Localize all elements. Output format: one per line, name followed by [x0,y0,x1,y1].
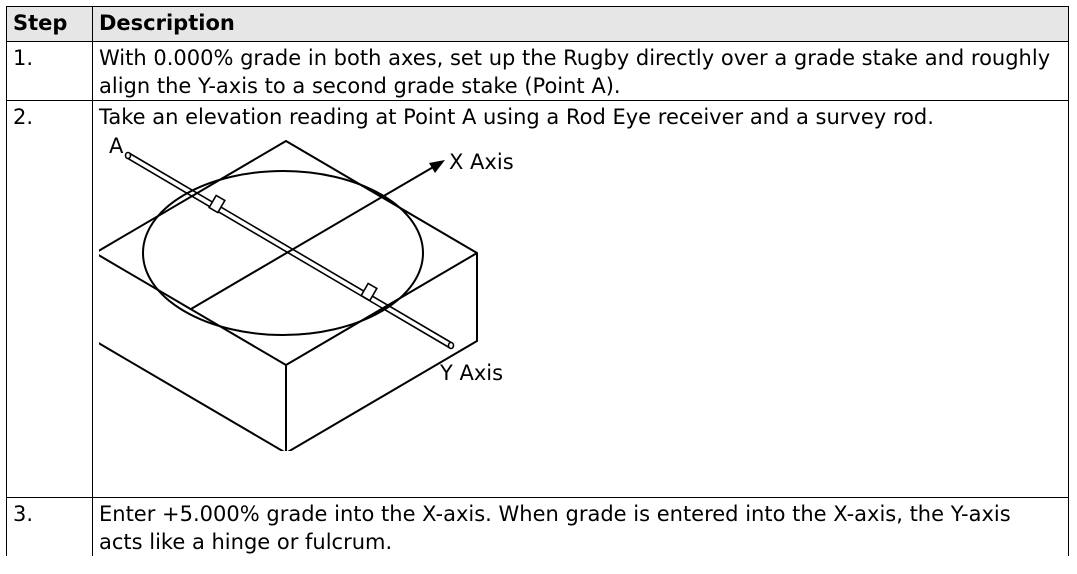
block-left-face [99,342,287,451]
step-description: Take an elevation reading at Point A usi… [99,105,934,129]
step-description: Enter +5.000% grade into the X-axis. Whe… [92,497,1069,556]
block-diagonal-line [190,196,383,310]
point-a-label: A [109,134,124,158]
header-step: Step [6,6,93,42]
block-right-face [287,253,478,451]
step-number: 1. [6,41,93,101]
y-axis-rod-upper [128,152,453,344]
step-number: 2. [6,100,93,498]
y-axis-label: Y Axis [439,361,503,385]
step-description: With 0.000% grade in both axes, set up t… [92,41,1069,101]
y-axis-rod-lower [126,157,451,349]
rod-end-cap-a [124,151,132,160]
header-description: Description [92,6,1069,42]
table-row: 1. With 0.000% grade in both axes, set u… [6,41,1069,101]
step-number: 3. [6,497,93,556]
x-axis-arrowhead [429,160,445,173]
rod-end-cap-y [447,341,455,350]
table-row: 3. Enter +5.000% grade into the X-axis. … [6,497,1069,556]
steps-table: Step Description 1. With 0.000% grade in… [6,6,1069,556]
table-header-row: Step Description [6,6,1069,42]
axis-alignment-diagram: A X Axis Y Axis [99,134,514,451]
x-axis-arrow-line [381,165,436,198]
x-axis-label: X Axis [449,150,514,174]
rod-clip-lower [360,282,378,302]
rod-clip-upper [208,194,226,214]
table-row: 2. Take an elevation reading at Point A … [6,100,1069,498]
rotating-beam-ellipse [142,170,424,336]
step-description-cell: Take an elevation reading at Point A usi… [92,100,1069,498]
